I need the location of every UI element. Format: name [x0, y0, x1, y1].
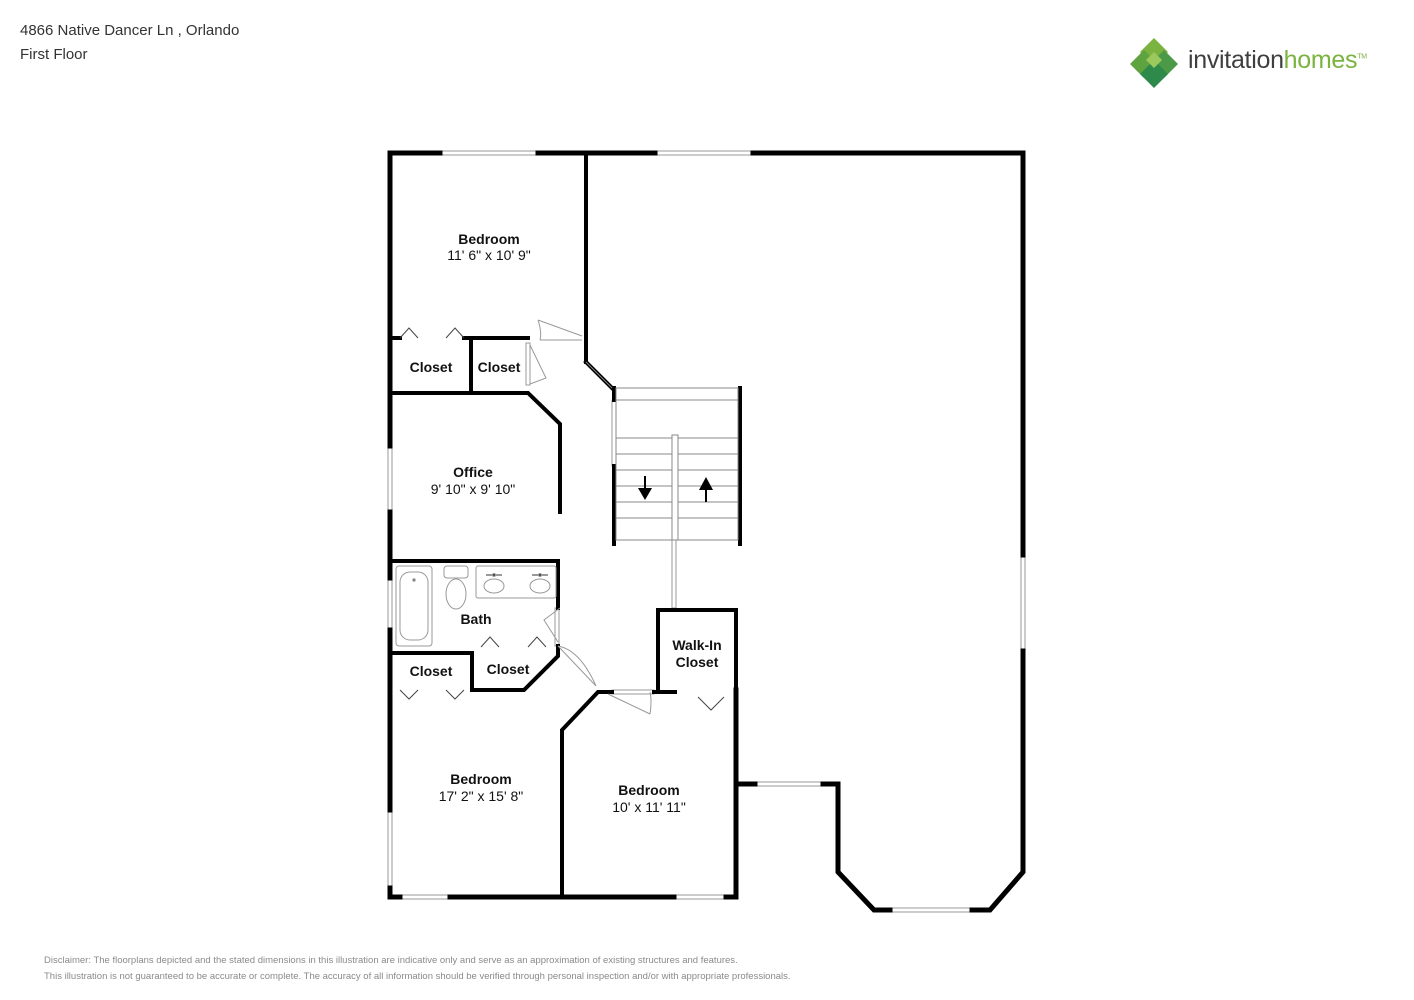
exterior-walls: [387, 150, 1026, 913]
room-name-office: Office: [453, 464, 493, 480]
room-dims-bedroom-bottom-left: 17' 2" x 15' 8": [439, 788, 524, 804]
disclaimer-line-2: This illustration is not guaranteed to b…: [44, 971, 791, 982]
diamond-cluster-logo-icon: [1130, 38, 1178, 88]
room-name-walkin-closet: Walk-In: [672, 637, 721, 653]
room-dims-bedroom-top: 11' 6" x 10' 9": [447, 247, 531, 263]
bath-fixtures: [395, 565, 557, 647]
trademark-mark: TM: [1357, 53, 1367, 61]
toilet-icon: [443, 565, 469, 610]
room-name-closet-3: Closet: [410, 663, 453, 679]
bathtub-icon: [395, 565, 433, 647]
room-name-walkin-closet-2: Closet: [676, 654, 719, 670]
brand-word-2: homes: [1283, 46, 1358, 74]
interior-walls: [388, 151, 742, 899]
room-name-bedroom-top: Bedroom: [458, 231, 519, 247]
room-name-bath: Bath: [460, 611, 491, 627]
room-name-bedroom-bottom-right: Bedroom: [618, 782, 679, 798]
brand-word-1: invitation: [1188, 46, 1284, 74]
room-name-closet-1: Closet: [410, 359, 453, 375]
floor-label: First Floor: [20, 46, 88, 63]
staircase: [615, 387, 739, 541]
brand-wordmark: invitationhomesTM: [1188, 46, 1367, 75]
property-address: 4866 Native Dancer Ln , Orlando: [20, 22, 240, 39]
disclaimer-line-1: Disclaimer: The floorplans depicted and …: [44, 955, 738, 966]
room-name-bedroom-bottom-left: Bedroom: [450, 771, 511, 787]
arrow-up-icon: [699, 477, 713, 502]
closet-door-marks: [399, 327, 725, 711]
brand-logo: invitationhomesTM: [1128, 36, 1388, 90]
room-dims-office: 9' 10" x 9' 10": [431, 481, 516, 497]
room-labels: Bedroom 11' 6" x 10' 9" Closet Closet Of…: [410, 231, 722, 815]
room-name-closet-4: Closet: [487, 661, 530, 677]
doors: [529, 319, 652, 715]
arrow-down-icon: [638, 476, 652, 500]
double-sink-icon: [475, 565, 557, 599]
room-name-closet-2: Closet: [478, 359, 521, 375]
room-dims-bedroom-bottom-right: 10' x 11' 11": [612, 799, 686, 815]
